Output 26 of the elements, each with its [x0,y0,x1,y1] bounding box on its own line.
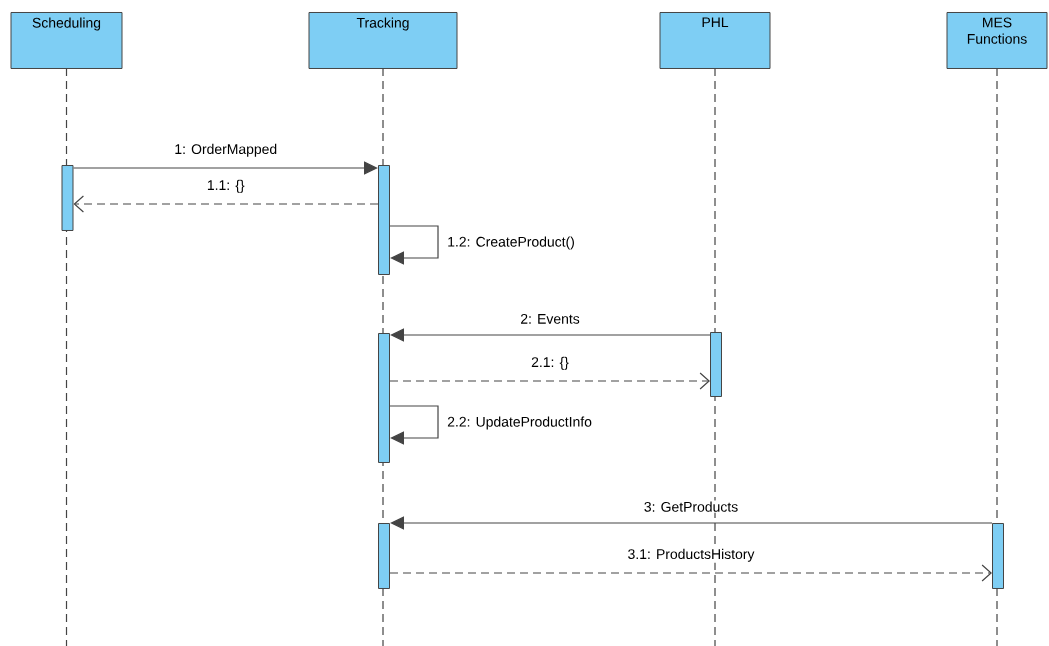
message-arrow [390,328,711,342]
lifeline-head-box: PHL [659,12,771,69]
return-message-arrow [73,195,379,213]
activation-bar [378,333,390,463]
lifeline-head-box: Tracking [308,12,458,69]
return-message-arrow [389,372,710,390]
message-label: 2: Events [521,313,580,324]
message-label: 3.1: ProductsHistory [628,548,755,562]
return-message-arrow [389,564,992,582]
message-label: 3: GetProducts [644,501,738,512]
message-label: 1.1: {} [207,179,245,193]
activation-bar [378,165,390,275]
lifeline-head-box: MES Functions [946,12,1048,69]
lifeline-head-box: Scheduling [10,12,123,69]
activation-bar [378,523,390,589]
message-label: 1: OrderMapped [175,143,277,157]
self-message-arrow [389,225,439,265]
activation-bar [61,165,74,231]
message-arrow [72,161,378,175]
activation-bar [710,332,722,397]
self-message-arrow [389,405,439,445]
message-label: 2.1: {} [531,356,569,370]
message-label: 2.2: UpdateProductInfo [447,416,592,430]
message-arrow [390,516,993,530]
message-label: 1.2: CreateProduct() [448,236,574,250]
activation-bar [992,523,1004,589]
